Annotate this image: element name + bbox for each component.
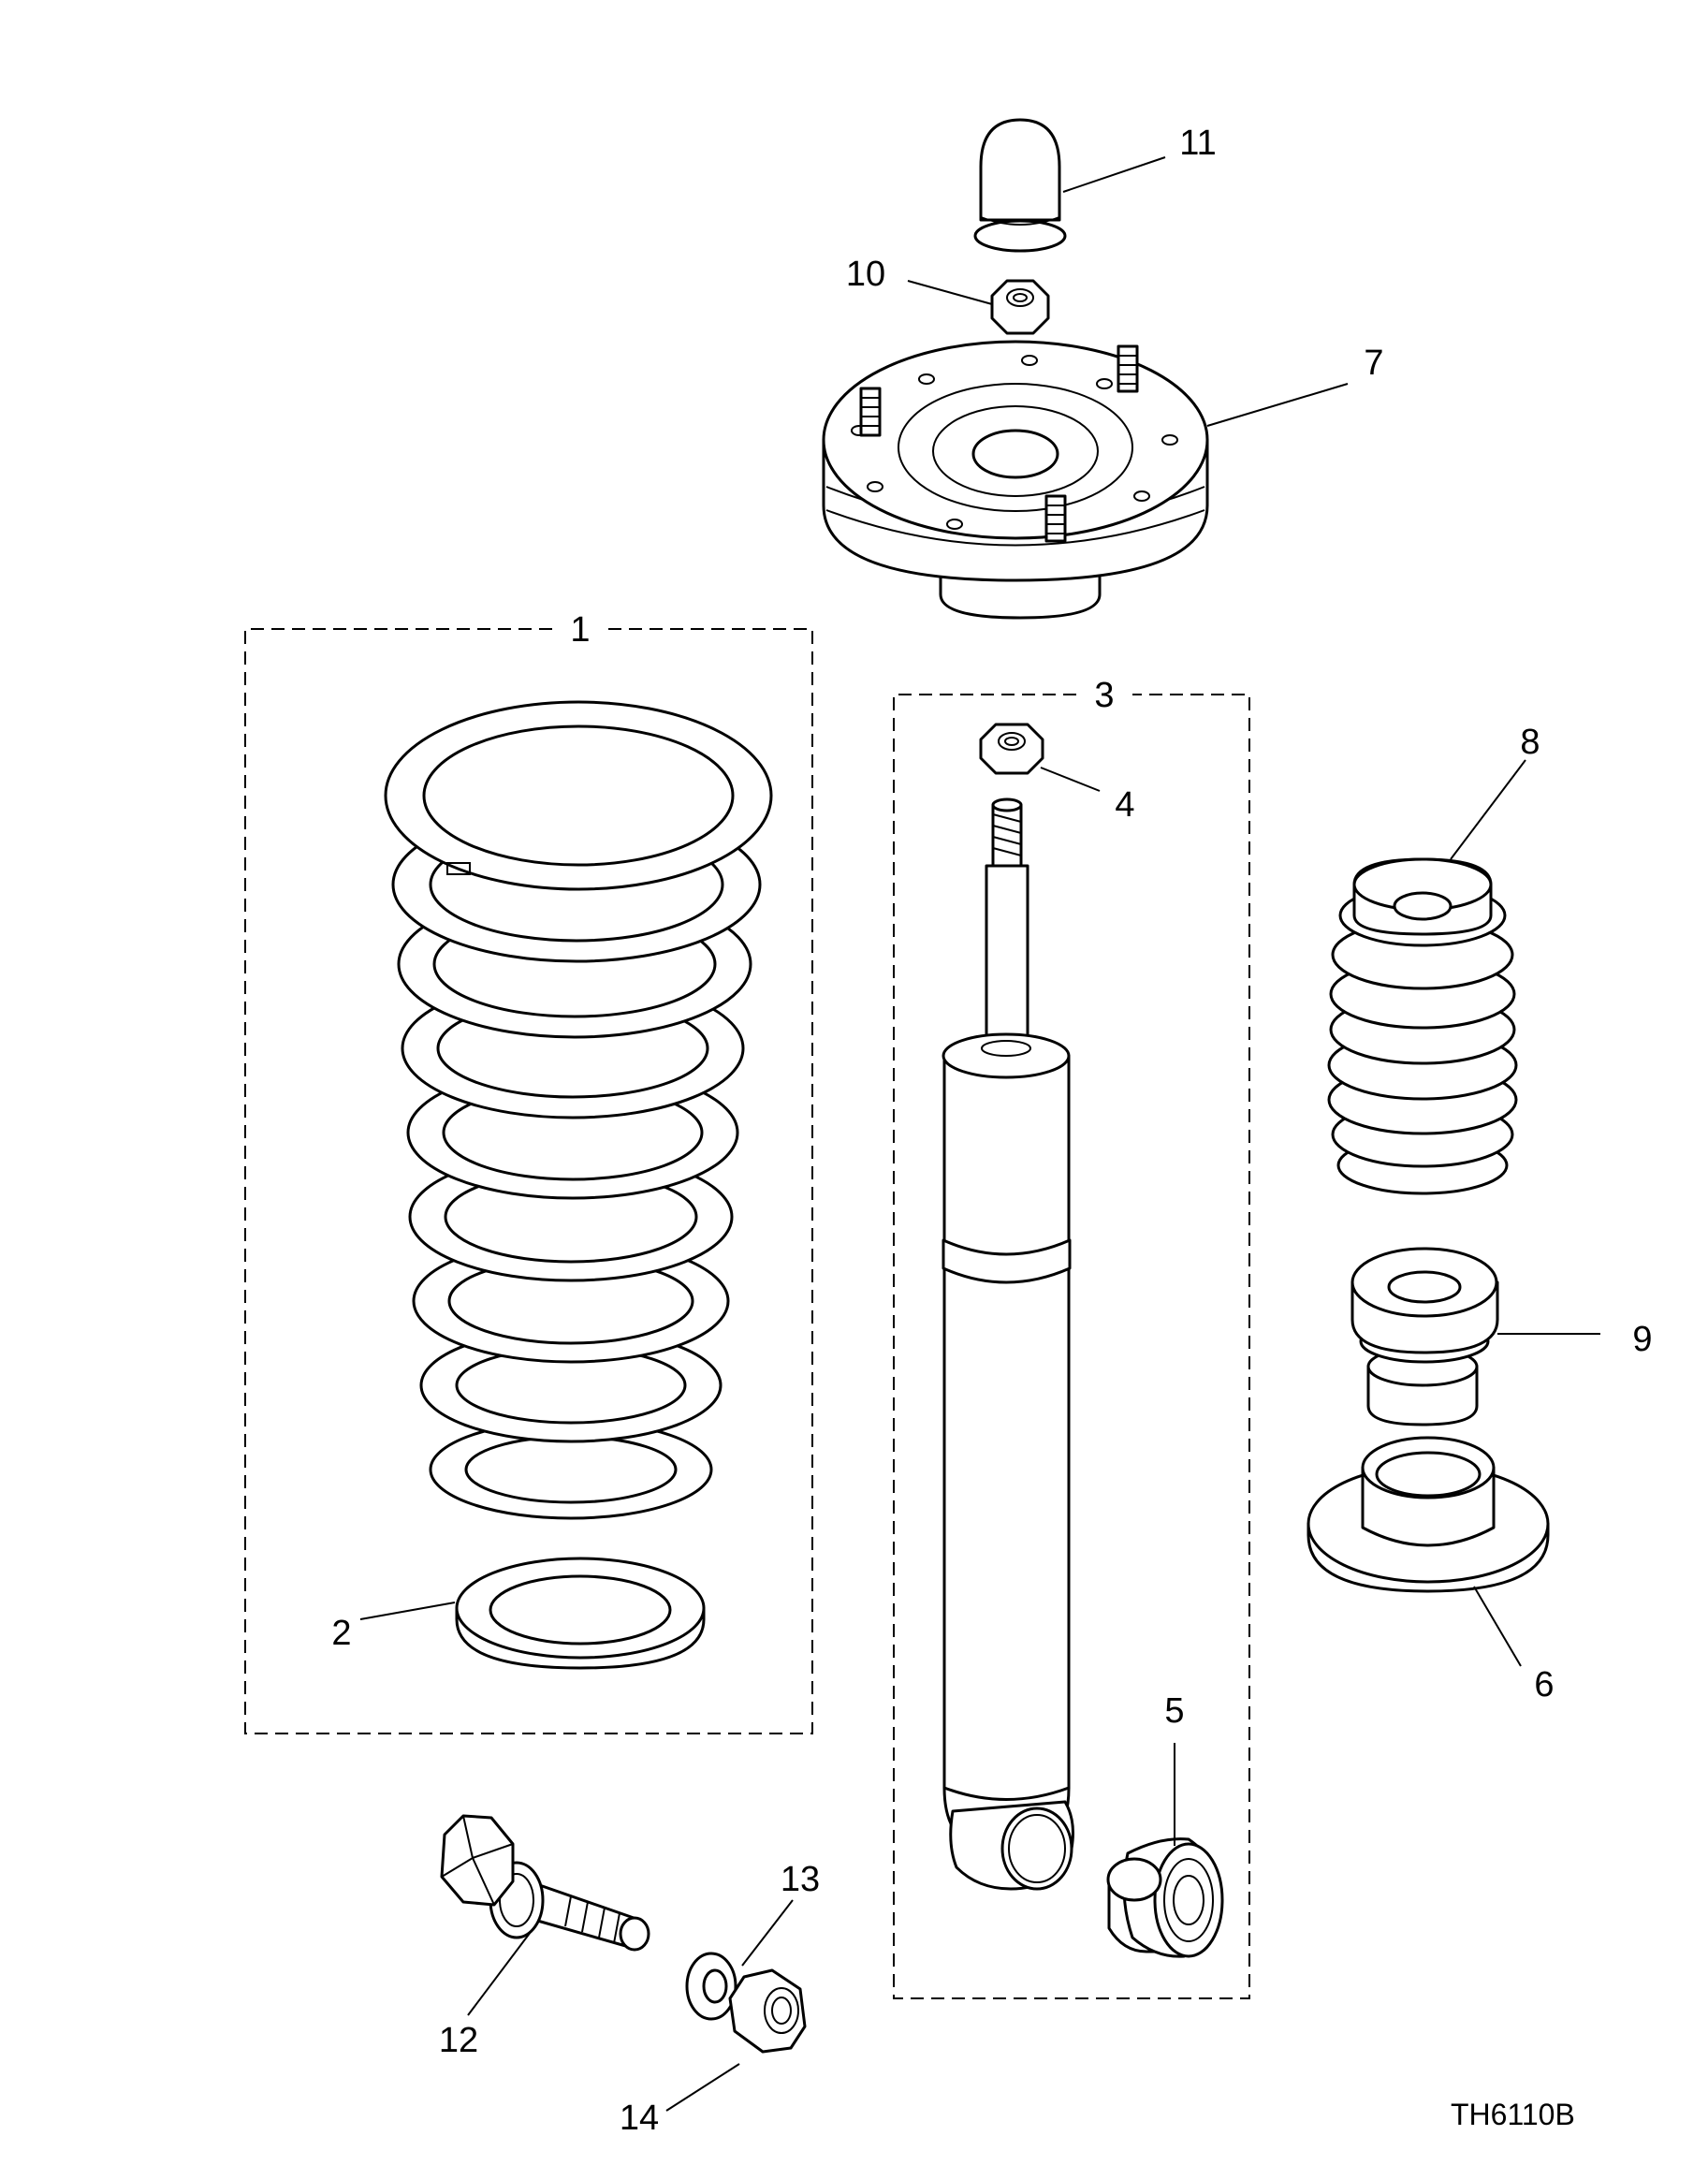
part-1-coil-spring (384, 700, 773, 1520)
part-5-bush (1106, 1837, 1224, 1958)
group-box-3 (893, 694, 1250, 1999)
callout-13: 13 (781, 1860, 820, 1899)
callout-2: 2 (331, 1614, 351, 1653)
callout-4: 4 (1115, 785, 1134, 825)
part-4-nut (979, 723, 1044, 775)
callout-11: 11 (1179, 124, 1216, 163)
callout-14: 14 (620, 2099, 659, 2138)
callout-8: 8 (1520, 723, 1540, 762)
callout-10: 10 (846, 255, 885, 294)
reference-code: TH6110B (1451, 2098, 1575, 2131)
part-6-seat (1307, 1436, 1550, 1593)
callout-9: 9 (1632, 1320, 1652, 1359)
callout-6: 6 (1534, 1665, 1554, 1704)
part-3-shock-absorber (942, 797, 1074, 1891)
part-7-top-mount (822, 340, 1209, 620)
part-9-bump-stop (1350, 1247, 1499, 1426)
part-12-bolt (440, 1814, 650, 1952)
callout-3: 3 (1094, 676, 1114, 715)
part-14-nut (728, 1968, 807, 2054)
part-13-washer (685, 1952, 737, 2021)
part-10-nut (990, 279, 1050, 335)
part-8-bump-stop-boot (1327, 857, 1518, 1195)
callout-12: 12 (439, 2021, 478, 2060)
part-11-dust-cap (973, 118, 1067, 253)
callout-5: 5 (1164, 1691, 1184, 1731)
callout-7: 7 (1364, 344, 1383, 383)
callout-1: 1 (570, 610, 590, 650)
part-2-spring-seat (455, 1557, 706, 1670)
group-box-1 (244, 628, 813, 1734)
leader-lines (359, 156, 1600, 2112)
